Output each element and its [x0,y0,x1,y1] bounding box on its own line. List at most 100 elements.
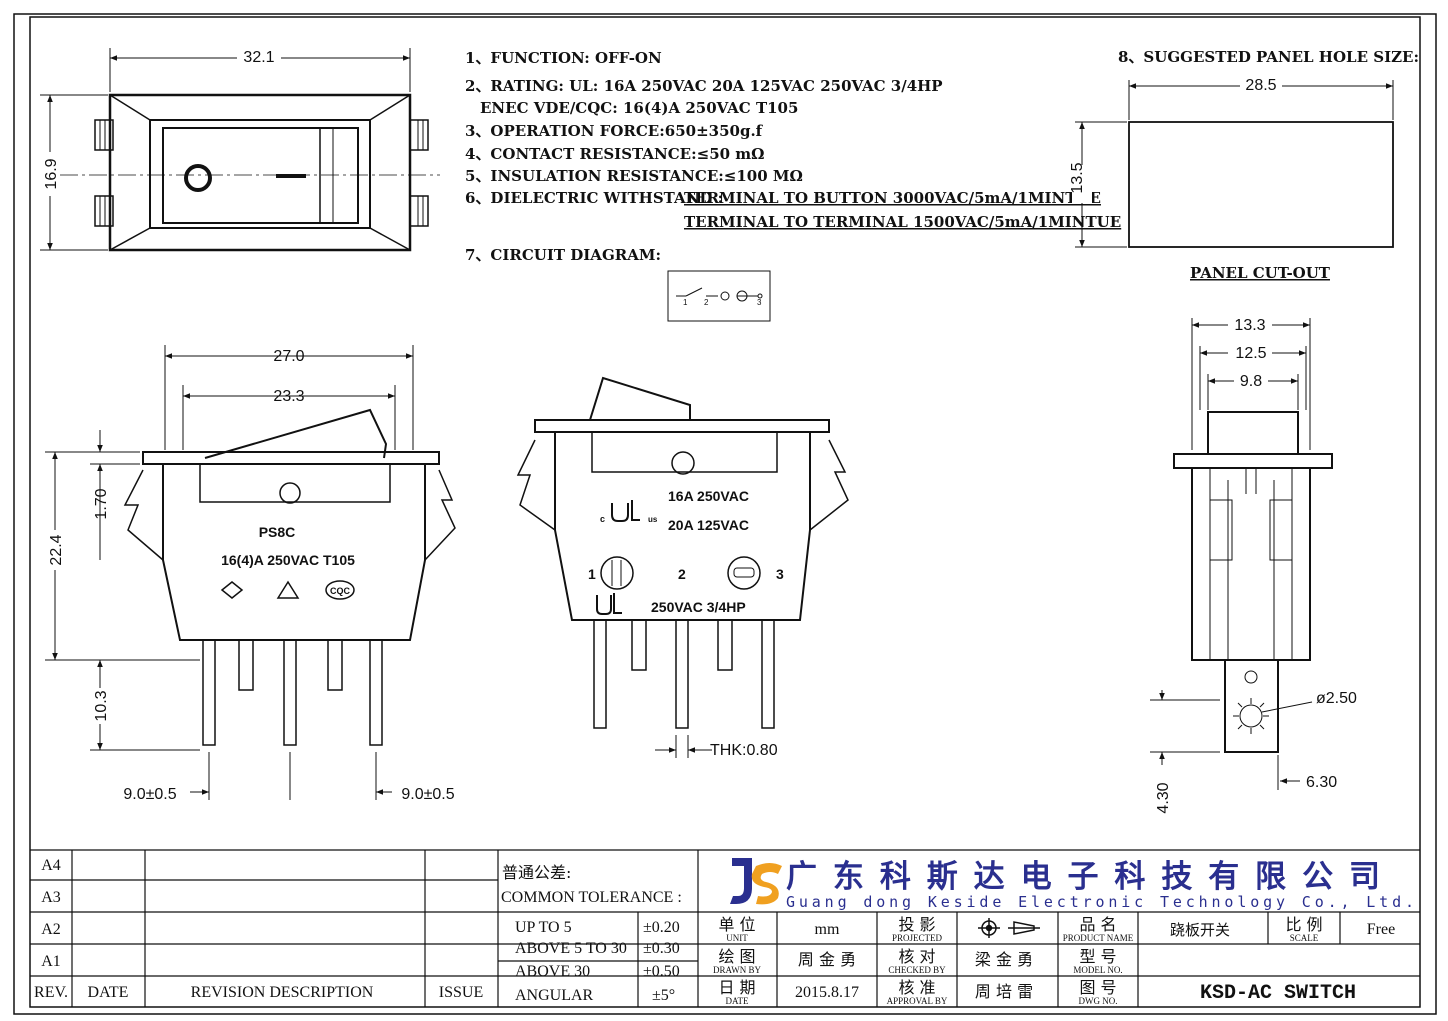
unit-value: mm [815,921,840,938]
product-name-value: 跷板开关 [1170,921,1230,939]
svg-text:c: c [600,514,605,524]
title-block-grid [30,849,1420,1007]
pin-tip-dim: 4.30 [1155,782,1172,813]
pitch-left-dim: 9.0±0.5 [123,786,176,803]
side-width-13-3: 13.3 [1234,317,1265,334]
tolerance-title-cn: 普通公差: [502,863,571,882]
switch-front-view-left [45,345,456,800]
front-overall-dim: 27.0 [273,348,304,365]
outer-border [13,13,1437,1015]
product-name-label-en: PRODUCT NAME [1063,933,1134,943]
rev-a3: A3 [41,889,61,906]
marking-enec-rating: 16(4)A 250VAC T105 [221,552,355,568]
tol-val-2: ±0.50 [643,963,680,980]
spec-rating-ul: 2、RATING: UL: 16A 250VAC 20A 125VAC 250V… [465,77,943,95]
model-label-en: MODEL NO. [1073,965,1122,975]
spec-function: 1、FUNCTION: OFF-ON [465,49,662,67]
specification-list: 1、FUNCTION: OFF-ON 2、RATING: UL: 16A 250… [465,48,1419,264]
tol-val-3: ±5° [652,987,675,1004]
drawn-label-cn: 绘 图 [718,947,755,966]
rev-header-rev: REV. [34,984,68,1001]
first-angle-projection-icon [978,918,1040,938]
panel-height-dim: 13.5 [1069,162,1086,193]
spec-dielectric: 6、DIELECTRIC WITHSTAND : [465,189,723,207]
hole-dia-dim: ø2.50 [1316,690,1357,707]
certification-marks [220,580,355,600]
marking-model: PS8C [259,524,296,540]
svg-text:1: 1 [683,298,688,307]
flange-dim: 1.70 [93,488,110,519]
panel-cutout-label: PANEL CUT-OUT [1190,264,1331,282]
switch-front-view-right [516,376,849,758]
inner-border [29,16,1421,1008]
dwg-label-en: DWG NO. [1079,996,1118,1006]
company-name-cn: 广东科斯达电子科技有限公司 [786,859,1380,895]
date-label-cn: 日 期 [718,978,755,997]
spec-panel-hole: 8、SUGGESTED PANEL HOLE SIZE: [1118,48,1419,66]
marking-ul-20a: 20A 125VAC [668,517,749,533]
rev-header-description: REVISION DESCRIPTION [191,984,374,1001]
side-width-12-5: 12.5 [1235,345,1266,362]
tol-range-0: UP TO 5 [515,919,572,936]
checked-value: 梁 金 勇 [975,950,1033,969]
rev-a4: A4 [41,857,61,874]
panel-cutout-view: 28.5 13.5 PANEL CUT-OUT [1069,76,1394,282]
projection-label-en: PROJECTED [892,933,943,943]
rev-a2: A2 [41,921,61,938]
pin-width-dim: 6.30 [1306,774,1337,791]
scale-label-en: SCALE [1290,933,1319,943]
spec-dielectric-button: TERMINAL TO BUTTON 3000VAC/5mA/1MINTUE [684,189,1101,207]
checked-label-en: CHECKED BY [888,965,946,975]
dwg-label-cn: 图 号 [1079,978,1116,997]
rev-header-date: DATE [88,984,129,1001]
scale-value: Free [1367,921,1395,938]
tol-val-1: ±0.30 [643,940,680,957]
pin-length-dim: 10.3 [93,690,110,721]
thickness-dim: THK:0.80 [710,742,778,759]
unit-label-cn: 单 位 [718,915,755,934]
spec-contact-resistance: 4、CONTACT RESISTANCE:≤50 mΩ [465,145,765,163]
svg-text:us: us [648,515,658,524]
svg-text:2: 2 [704,298,709,307]
spec-insulation-resistance: 5、INSULATION RESISTANCE:≤100 MΩ [465,167,803,185]
tol-range-1: ABOVE 5 TO 30 [515,940,627,957]
rev-header-issue: ISSUE [439,984,483,1001]
tol-range-3: ANGULAR [515,987,594,1004]
spec-dielectric-terminal: TERMINAL TO TERMINAL 1500VAC/5mA/1MINTUE [684,213,1121,231]
revision-table: A4 A3 A2 A1 REV. DATE REVISION DESCRIPTI… [34,857,483,1001]
company-name-en: Guang dong Keside Electronic Technology … [786,893,1414,911]
cqc-mark-icon: CQC [330,586,351,596]
ul-recognized-mark-icon [596,500,640,615]
tolerance-table: 普通公差: COMMON TOLERANCE : UP TO 5 ±0.20 A… [501,863,682,1004]
projection-label-cn: 投 影 [898,915,935,934]
tol-val-0: ±0.20 [643,919,680,936]
drawn-value: 周 金 勇 [798,950,856,969]
svg-text:3: 3 [757,298,762,307]
date-value: 2015.8.17 [795,984,859,1001]
marking-ul-16a: 16A 250VAC [668,488,749,504]
terminal-1-label: 1 [588,566,596,582]
scale-label-cn: 比 例 [1285,915,1322,934]
checked-label-cn: 核 对 [898,947,935,966]
company-logo-icon [730,858,782,905]
pitch-right-dim: 9.0±0.5 [401,786,454,803]
tol-range-2: ABOVE 30 [515,963,590,980]
approval-label-en: APPROVAL BY [887,996,948,1006]
spec-rating-enec: ENEC VDE/CQC: 16(4)A 250VAC T105 [480,99,798,117]
panel-width-dim: 28.5 [1245,77,1276,94]
circuit-diagram: 1 2 3 [667,270,771,322]
approval-label-cn: 核 准 [898,978,935,997]
spec-operation-force: 3、OPERATION FORCE:650±350g.f [465,122,764,140]
terminal-2-label: 2 [678,566,686,582]
top-width-dim: 32.1 [243,49,274,66]
product-name-label-cn: 品 名 [1079,915,1116,934]
front-height-dim: 22.4 [48,534,65,565]
top-height-dim: 16.9 [43,158,60,189]
rev-a1: A1 [41,953,61,970]
spec-circuit-diagram: 7、CIRCUIT DIAGRAM: [465,246,661,264]
marking-ul-hp: 250VAC 3/4HP [651,599,746,615]
front-inner-dim: 23.3 [273,388,304,405]
model-label-cn: 型 号 [1079,947,1116,966]
date-label-en: DATE [726,996,749,1006]
